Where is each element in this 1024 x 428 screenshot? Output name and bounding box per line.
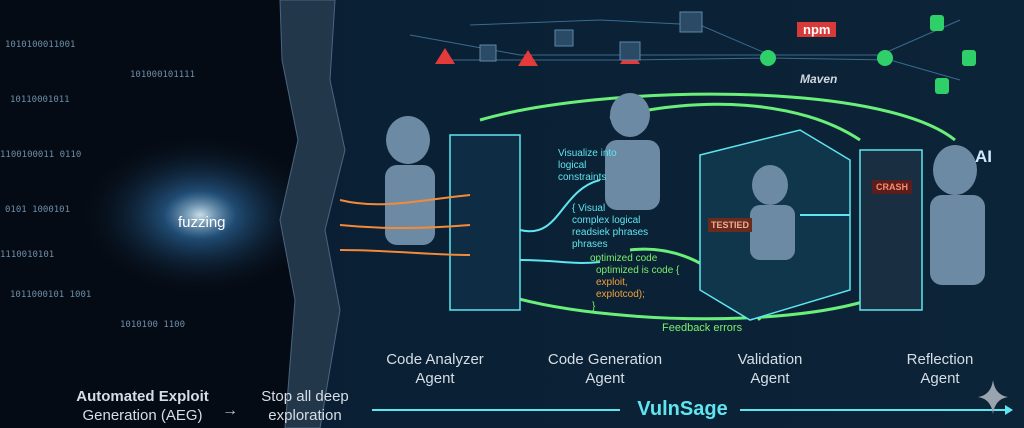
agent-name: Code Analyzer (386, 351, 484, 368)
tested-label: TESTIED (708, 218, 753, 232)
fuzzing-label: fuzzing (178, 214, 226, 231)
aeg-label: Automated Exploit Generation (AEG) (60, 387, 225, 425)
annotation-line: readsiek phrases (572, 227, 649, 238)
arrow-icon: → (222, 402, 238, 419)
binary-stream: 1110010101 (0, 250, 55, 260)
binary-stream: 1100100011 0110 (0, 150, 82, 160)
binary-stream: 1011000101 1001 (10, 290, 92, 300)
agent-name: Reflection (906, 351, 974, 368)
agent-suffix: Agent (585, 370, 625, 387)
visual-complex-annotation: { Visual complex logical readsiek phrase… (572, 203, 648, 251)
reflection-screen (859, 149, 923, 311)
feedback-errors-label: Feedback errors (662, 322, 743, 334)
code-panel (449, 134, 521, 311)
visualize-annotation: Visualize into logical constraints (558, 148, 617, 183)
agent-name: Validation (737, 351, 803, 368)
binary-stream: 10110001011 (10, 95, 70, 105)
stop-line: Stop all deep (261, 388, 349, 405)
binary-stream: 0101 1000101 (5, 205, 71, 215)
annotation-line: } (592, 301, 596, 312)
agent-suffix: Agent (920, 370, 960, 387)
robot-agents (385, 93, 985, 285)
annotation-line: phrases (572, 239, 608, 250)
agent-name: Code Generation (547, 351, 663, 368)
optimized-code-annotation: optimized code optimized is code { explo… (590, 253, 679, 313)
firewall (279, 0, 346, 428)
annotation-line: { Visual (572, 203, 606, 214)
fuzzing-burst (80, 135, 320, 295)
vulnsage-title: VulnSage (637, 398, 728, 420)
binary-stream: 1010100011001 (5, 40, 76, 50)
npm-badge: npm (797, 22, 837, 37)
agent-suffix: Agent (415, 370, 455, 387)
maven-label: Maven (800, 72, 838, 86)
aeg-line: Generation (AEG) (82, 407, 203, 424)
agent-suffix: Agent (750, 370, 790, 387)
lock-icons (760, 15, 976, 94)
annotation-line: complex logical (572, 215, 641, 226)
crash-label: CRASH (872, 180, 913, 194)
binary-stream: 1010100 1100 (120, 320, 186, 330)
annotation-line: explotcod); (596, 289, 645, 300)
stop-line: exploration (268, 407, 342, 424)
ai-label: AI (975, 147, 992, 166)
annotation-line: optimized is code { (596, 265, 680, 276)
stop-exploration-label: Stop all deep exploration (250, 387, 360, 425)
binary-stream: 101000101111 (130, 70, 196, 80)
sparkle-icon (978, 380, 1008, 414)
aeg-line: Automated Exploit (76, 388, 209, 405)
annotation-line: optimized code (590, 253, 658, 264)
annotation-line: exploit, (596, 277, 628, 288)
